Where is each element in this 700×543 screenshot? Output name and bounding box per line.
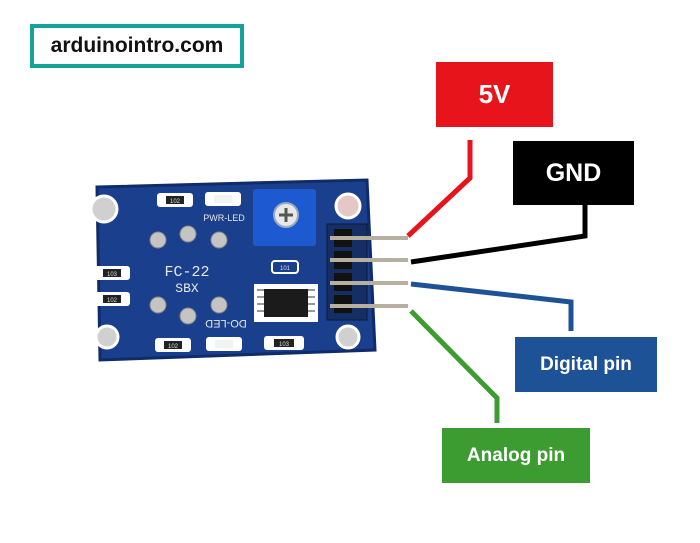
gnd-label: GND	[513, 141, 634, 205]
potentiometer	[253, 189, 316, 246]
solder-pad	[210, 296, 228, 314]
smd-component: 102	[94, 292, 130, 306]
board-model-label: FC-22	[164, 264, 209, 281]
resistor-code: 102	[170, 199, 181, 205]
resistor-code: 102	[168, 344, 179, 350]
solder-pad	[179, 225, 197, 243]
mounting-hole	[94, 324, 120, 350]
solder-pad	[210, 231, 228, 249]
smd-component: 103	[264, 336, 304, 350]
smd-component: 102	[155, 338, 191, 352]
smd-component: 103	[94, 266, 130, 280]
digital-pin-label: Digital pin	[515, 337, 657, 392]
resistor-code: 103	[107, 272, 118, 278]
mounting-hole	[89, 194, 119, 224]
smd-component	[205, 192, 241, 206]
smd-component: 101	[271, 260, 299, 274]
digital-wire	[410, 281, 574, 331]
smd-component: 102	[157, 193, 193, 207]
resistor-code: 103	[279, 342, 290, 348]
solder-pad	[149, 231, 167, 249]
analog-wire	[409, 309, 500, 423]
mounting-hole	[335, 324, 361, 350]
solder-pad	[149, 296, 167, 314]
fc22-sensor-module: 102 PWR-LED 103 102 102	[89, 178, 408, 362]
pin-header	[326, 223, 408, 321]
analog-pin-label: Analog pin	[442, 428, 590, 483]
site-watermark: arduinointro.com	[30, 24, 244, 68]
do-led-label: DO-LED	[205, 317, 247, 329]
solder-pad	[179, 307, 197, 325]
gnd-wire	[410, 205, 588, 265]
pwr-led-label: PWR-LED	[203, 213, 245, 223]
resistor-code: 102	[107, 298, 118, 304]
smd-component	[206, 337, 242, 351]
board-maker-label: SBX	[175, 281, 199, 296]
comparator-ic	[254, 284, 318, 322]
vcc-wire	[406, 140, 473, 238]
vcc-label: 5V	[436, 62, 553, 127]
mounting-hole	[334, 192, 362, 220]
capacitor-code: 101	[280, 266, 291, 272]
